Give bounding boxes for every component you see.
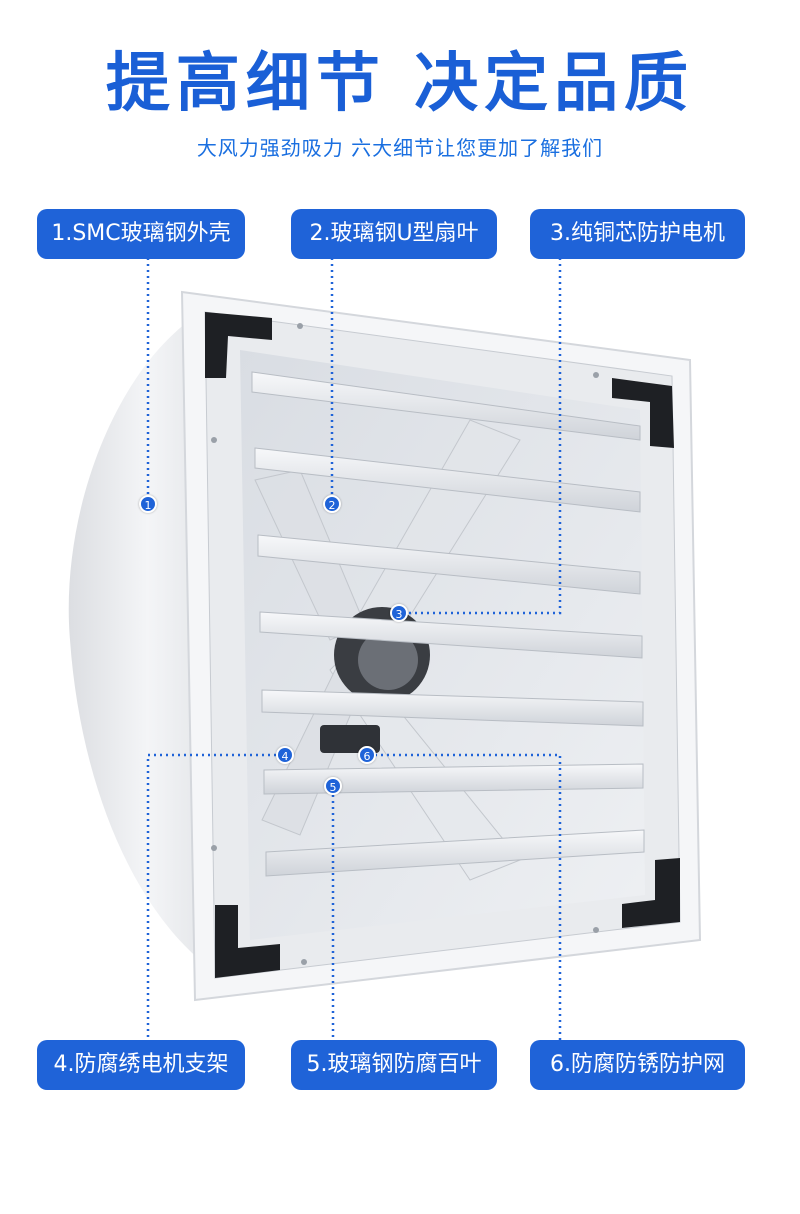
marker-4: 4 xyxy=(276,746,294,764)
corner-brackets xyxy=(205,312,680,978)
feature-label-1: 1.SMC玻璃钢外壳 xyxy=(37,209,245,259)
louvers xyxy=(251,371,645,877)
marker-1: 1 xyxy=(139,495,157,513)
feature-label-5: 5.玻璃钢防腐百叶 xyxy=(291,1040,497,1090)
feature-label-3: 3.纯铜芯防护电机 xyxy=(530,209,745,259)
feature-label-4: 4.防腐绣电机支架 xyxy=(37,1040,245,1090)
page-title: 提高细节 决定品质 xyxy=(105,47,695,121)
feature-label-2: 2.玻璃钢U型扇叶 xyxy=(291,209,497,259)
marker-6: 6 xyxy=(358,746,376,764)
fan-shell xyxy=(68,320,201,960)
marker-3: 3 xyxy=(390,604,408,622)
marker-2: 2 xyxy=(323,495,341,513)
marker-5: 5 xyxy=(324,777,342,795)
leader-lines xyxy=(146,258,562,1040)
page-subtitle: 大风力强劲吸力 六大细节让您更加了解我们 xyxy=(196,136,604,160)
feature-label-6: 6.防腐防锈防护网 xyxy=(530,1040,745,1090)
